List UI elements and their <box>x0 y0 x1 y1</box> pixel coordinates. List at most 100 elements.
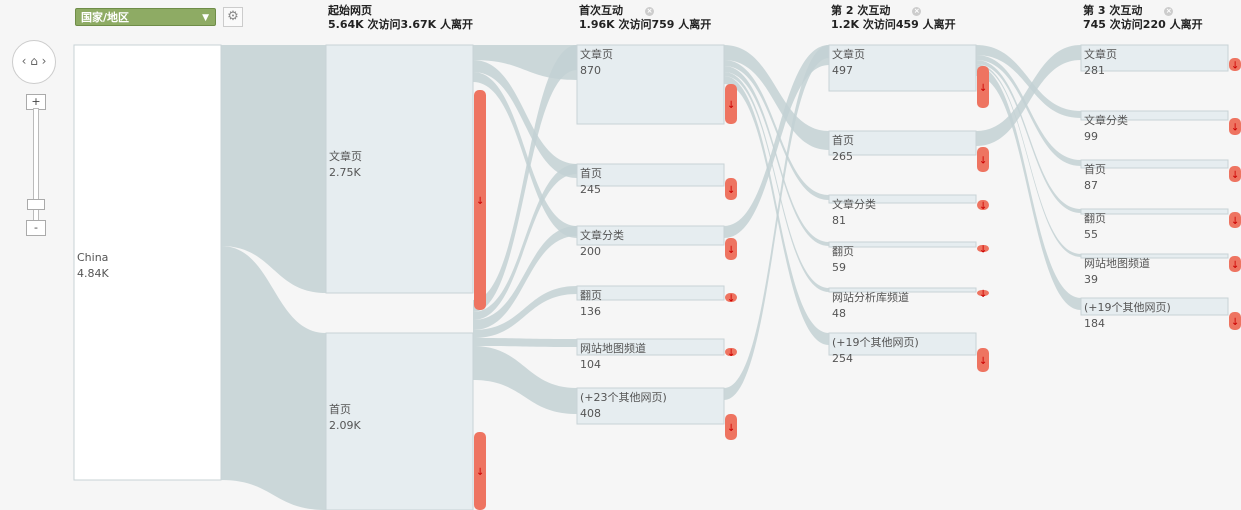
arrow-down-icon: ↓ <box>1231 260 1239 271</box>
flow-node[interactable] <box>1080 110 1229 121</box>
flow-node[interactable] <box>828 44 977 92</box>
flow-node[interactable] <box>325 44 474 294</box>
flow-link[interactable] <box>473 60 577 178</box>
dropoff-bar[interactable] <box>1229 118 1241 135</box>
dropoff-bar[interactable] <box>474 90 486 310</box>
column-title: 起始网页 <box>328 4 372 17</box>
arrow-down-icon: ↓ <box>979 201 987 212</box>
flow-link[interactable] <box>724 66 829 246</box>
dropoff-bar[interactable] <box>977 66 989 108</box>
dropoff-bar[interactable] <box>977 147 989 172</box>
dropoff-bar[interactable] <box>977 200 989 210</box>
dropoff-bar[interactable] <box>725 293 737 302</box>
column-title: 第 2 次互动 <box>831 4 891 17</box>
arrow-down-icon: ↓ <box>1231 216 1239 227</box>
flow-node[interactable] <box>1080 208 1229 215</box>
flow-link[interactable] <box>976 64 1081 257</box>
arrow-down-icon: ↓ <box>979 289 987 300</box>
flow-node[interactable] <box>576 387 725 425</box>
flow-link[interactable] <box>473 346 577 414</box>
dropoff-bar[interactable] <box>1229 256 1241 272</box>
flow-link[interactable] <box>724 45 829 150</box>
flow-link[interactable] <box>473 338 577 347</box>
flow-link[interactable] <box>473 164 577 320</box>
dropoff-bar[interactable] <box>1229 312 1241 330</box>
zoom-out-button[interactable]: - <box>26 220 46 236</box>
flow-node[interactable] <box>1080 253 1229 259</box>
arrow-down-icon: ↓ <box>1231 61 1239 72</box>
flow-node[interactable] <box>828 130 977 156</box>
arrow-down-icon: ↓ <box>979 356 987 367</box>
close-icon[interactable]: × <box>645 7 654 16</box>
flow-link[interactable] <box>976 45 1081 118</box>
flow-link[interactable] <box>724 60 829 200</box>
zoom-slider-handle[interactable] <box>27 199 45 210</box>
arrow-down-icon: ↓ <box>1231 123 1239 134</box>
flow-node[interactable] <box>325 332 474 510</box>
arrow-down-icon: ↓ <box>1231 317 1239 328</box>
dropoff-bar[interactable] <box>474 432 486 510</box>
column-stats: 5.64K 次访问3.67K 人离开 <box>328 18 473 31</box>
flow-link[interactable] <box>221 246 326 510</box>
flow-link[interactable] <box>221 45 326 293</box>
dropoff-bar[interactable] <box>725 84 737 124</box>
flow-node[interactable] <box>73 44 222 481</box>
flow-link[interactable] <box>724 45 829 238</box>
chevron-down-icon: ▼ <box>202 13 209 23</box>
column-header-1: 首次互动×1.96K 次访问759 人离开 <box>579 4 711 32</box>
flow-node[interactable] <box>828 287 977 293</box>
dropoff-bar[interactable] <box>1229 212 1241 228</box>
flow-link[interactable] <box>473 226 577 330</box>
arrow-down-icon: ↓ <box>1231 170 1239 181</box>
dropoff-bar[interactable] <box>725 414 737 440</box>
flow-node[interactable] <box>576 285 725 301</box>
flow-link[interactable] <box>976 45 1081 146</box>
flow-link[interactable] <box>976 66 1081 310</box>
column-header-3: 第 3 次互动×745 次访问220 人离开 <box>1083 4 1203 32</box>
dropoff-bar[interactable] <box>977 245 989 252</box>
arrow-down-icon: ↓ <box>727 294 735 305</box>
dropoff-bar[interactable] <box>725 348 737 356</box>
column-stats: 1.2K 次访问459 人离开 <box>831 18 956 31</box>
dropoff-bar[interactable] <box>1229 58 1241 71</box>
dropoff-bar[interactable] <box>977 290 989 296</box>
arrow-down-icon: ↓ <box>476 467 484 478</box>
arrow-down-icon: ↓ <box>979 156 987 167</box>
arrow-down-icon: ↓ <box>979 83 987 94</box>
flow-node[interactable] <box>1080 44 1229 72</box>
flow-link[interactable] <box>724 76 829 345</box>
flow-link[interactable] <box>473 45 577 80</box>
flow-link[interactable] <box>473 45 577 312</box>
arrow-down-icon: ↓ <box>727 423 735 434</box>
flow-node[interactable] <box>1080 159 1229 169</box>
column-title: 首次互动 <box>579 4 623 17</box>
flow-link[interactable] <box>724 45 829 400</box>
flow-node[interactable] <box>576 163 725 187</box>
dropoff-bar[interactable] <box>725 178 737 200</box>
column-stats: 745 次访问220 人离开 <box>1083 18 1203 31</box>
flow-link[interactable] <box>976 60 1081 213</box>
close-icon[interactable]: × <box>1164 7 1174 16</box>
dropoff-bar[interactable] <box>725 238 737 260</box>
pan-control[interactable]: ‹ ⌂ › <box>12 40 56 84</box>
gear-icon[interactable]: ⚙ <box>223 7 243 27</box>
flow-link[interactable] <box>473 72 577 238</box>
flow-node[interactable] <box>576 225 725 246</box>
close-icon[interactable]: × <box>912 7 922 16</box>
flow-node[interactable] <box>1080 297 1229 316</box>
flow-node[interactable] <box>828 241 977 248</box>
flow-link[interactable] <box>473 286 577 338</box>
flow-node[interactable] <box>828 332 977 356</box>
flow-node[interactable] <box>576 338 725 356</box>
dimension-label: 国家/地区 <box>81 11 130 24</box>
dropoff-bar[interactable] <box>1229 166 1241 182</box>
dropoff-bar[interactable] <box>977 348 989 372</box>
flow-link[interactable] <box>724 72 829 292</box>
arrow-down-icon: ↓ <box>476 196 484 207</box>
flow-node[interactable] <box>828 194 977 204</box>
dimension-dropdown[interactable]: 国家/地区 ▼ <box>75 8 216 26</box>
flow-node[interactable] <box>576 44 725 125</box>
flow-link[interactable] <box>976 55 1081 166</box>
